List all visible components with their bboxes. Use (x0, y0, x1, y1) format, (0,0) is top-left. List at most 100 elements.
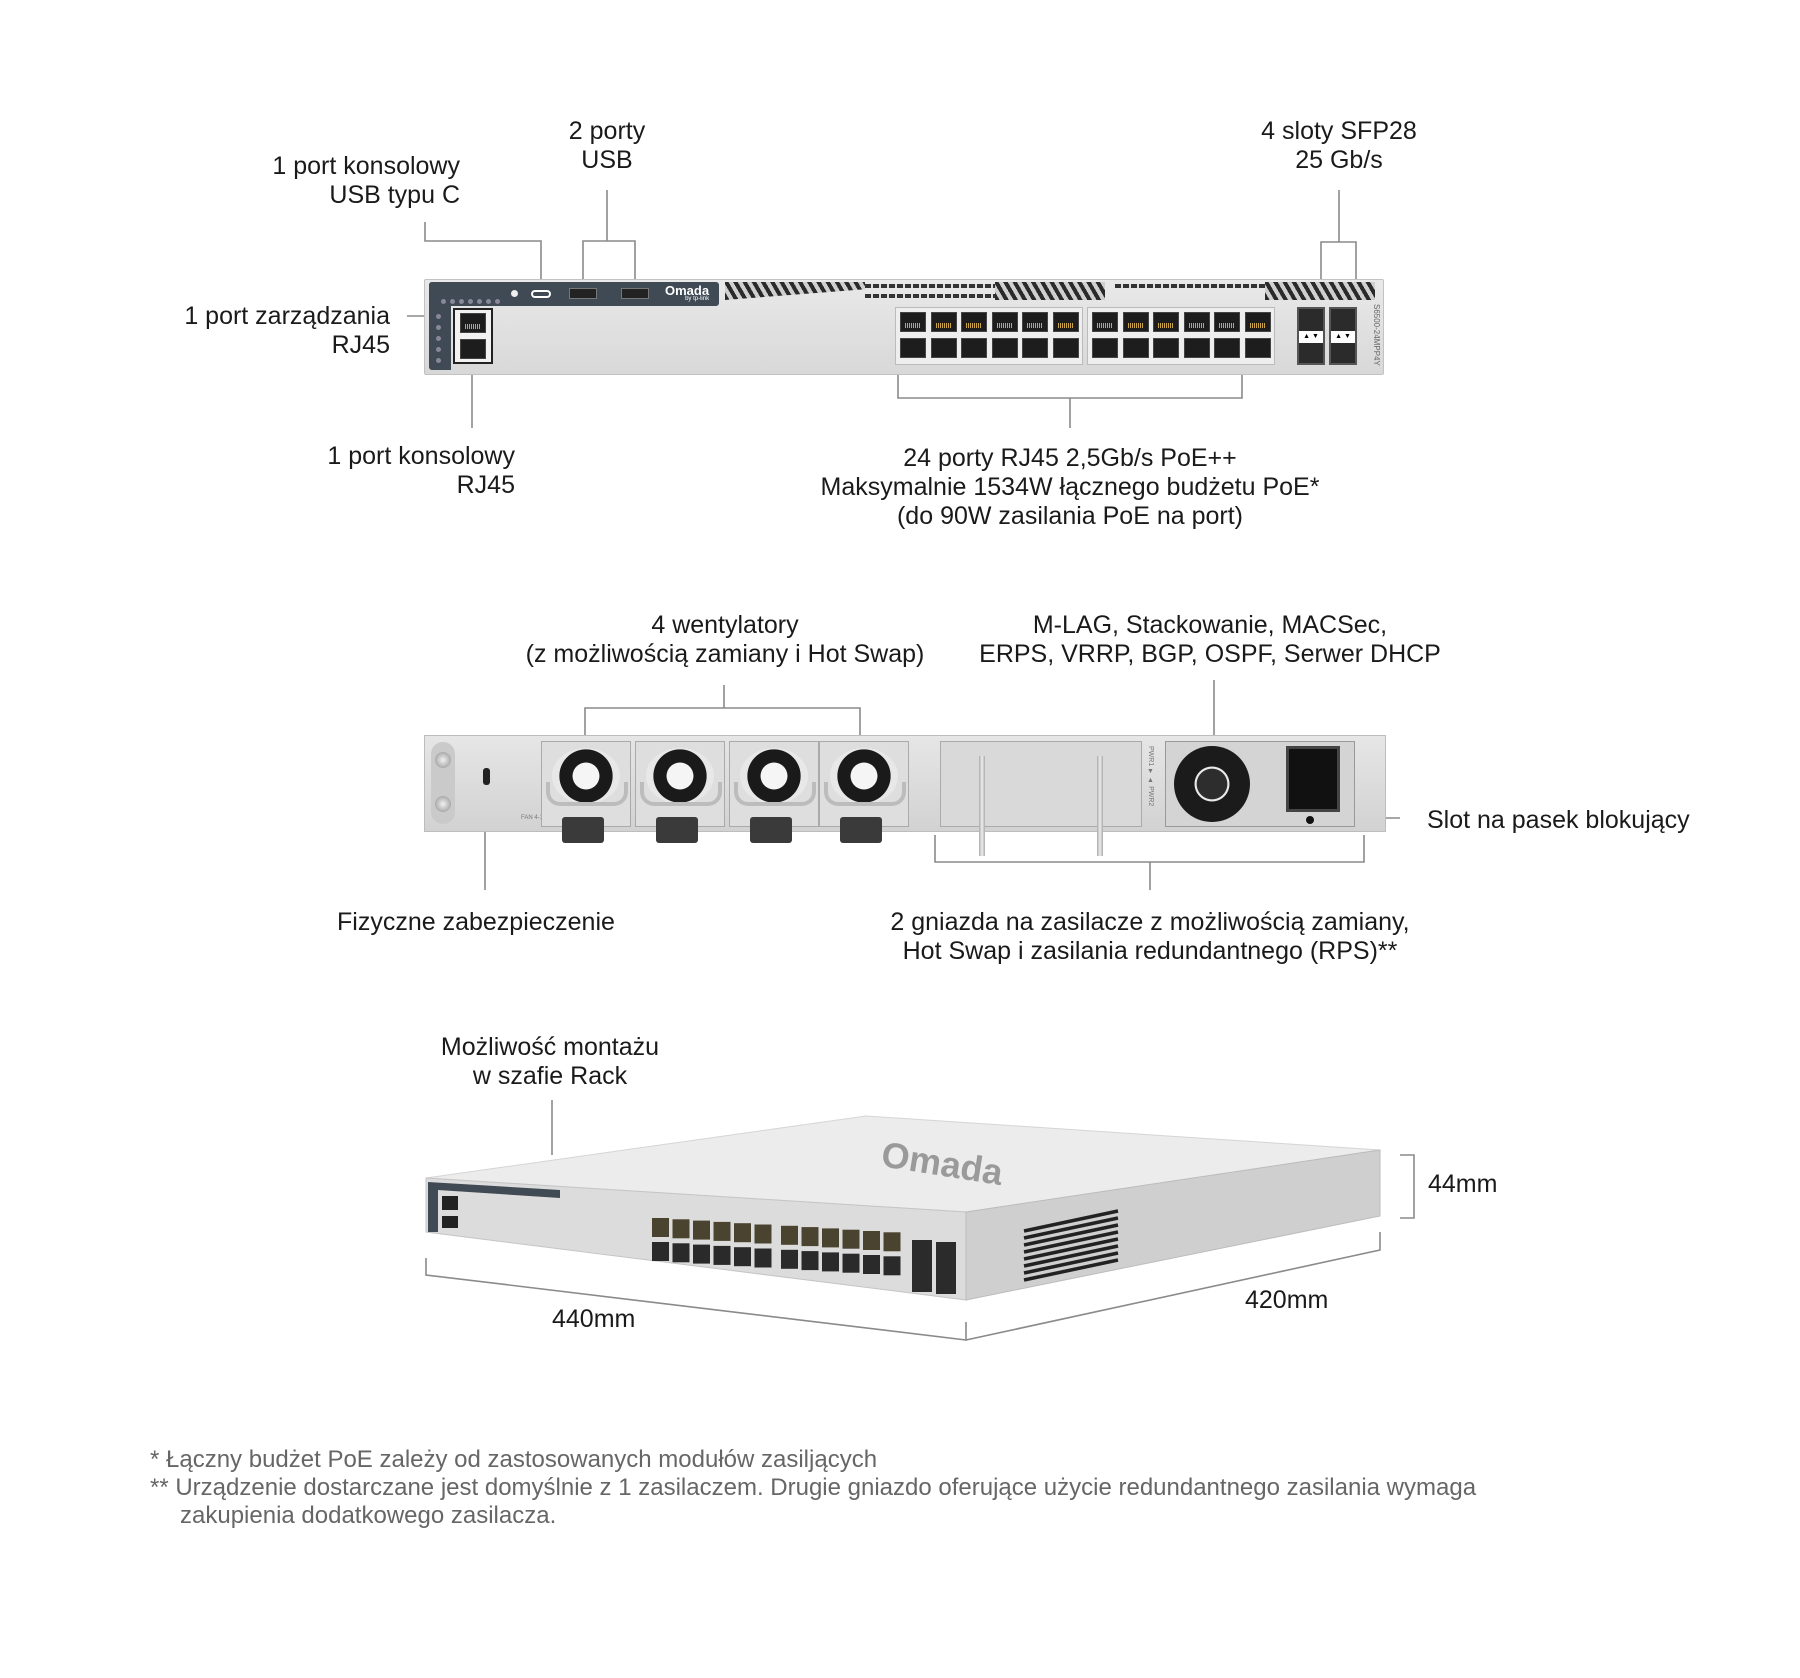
rj45-port-4 (930, 338, 957, 358)
fan-module-1 (819, 741, 909, 843)
iso-rj45-port (883, 1232, 901, 1252)
rj45-port-16 (1122, 338, 1149, 358)
rj45-port-21 (1214, 312, 1240, 332)
rj45-port-5 (961, 312, 987, 332)
psu-slot-labels: PWR1 ▼ ▲ PWR2 (1147, 746, 1154, 807)
iso-side-vent (1023, 1209, 1119, 1282)
iso-sfp-1 (912, 1240, 932, 1292)
iso-rj45-port (801, 1227, 819, 1247)
rj45-port-1 (900, 312, 926, 332)
rj45-port-12 (1052, 338, 1079, 358)
iso-rj45-port (693, 1244, 710, 1264)
iso-rj45-ports (652, 1218, 901, 1276)
rj45-port-15 (1122, 312, 1149, 332)
vent-slot (1023, 1258, 1119, 1282)
front-vent-4 (995, 282, 1105, 300)
psu-slot-2-blank (940, 741, 1142, 856)
front-vent-2 (865, 284, 995, 288)
omada-logo: Omada by tp-link (665, 283, 710, 302)
status-leds (441, 291, 504, 309)
rj45-port-10 (1022, 338, 1048, 358)
iso-rj45-port (883, 1256, 901, 1276)
footnote-2-line-2: zakupienia dodatkowego zasilacza. (180, 1502, 557, 1529)
iso-rj45-port (734, 1247, 751, 1267)
iso-rj45-port (842, 1253, 860, 1273)
front-vent-5 (1115, 284, 1265, 288)
label-features: M-LAG, Stackowanie, MACSec, ERPS, VRRP, … (979, 611, 1441, 668)
sfp-slot-25-26 (1297, 307, 1325, 365)
rj45-port-13 (1092, 312, 1118, 332)
iso-console-port (442, 1216, 458, 1228)
rj45-port-17 (1153, 312, 1179, 332)
vent-slot (1023, 1251, 1119, 1275)
front-vent-3 (865, 294, 995, 298)
iso-rj45-port (754, 1224, 772, 1244)
iso-rj45-port (781, 1249, 798, 1269)
iso-rj45-port (863, 1231, 880, 1250)
vent-slot (1023, 1209, 1119, 1233)
iso-rj45-port (713, 1221, 731, 1241)
vent-slot (1023, 1244, 1119, 1268)
footnote-1: * Łączny budżet PoE zależy od zastosowan… (150, 1446, 878, 1473)
rj45-port-23 (1244, 312, 1271, 332)
power-inlet (1286, 746, 1340, 812)
screw-icon (435, 796, 451, 812)
label-psu-slots: 2 gniazda na zasilacze z możliwością zam… (890, 908, 1410, 965)
front-dark-strip (428, 1182, 560, 1232)
mgmt-rj45-port (460, 313, 486, 333)
vent-slot (1023, 1223, 1119, 1247)
switch-rear-panel: FAN 4-1 ▶ PWR1 ▼ ▲ PWR2 (424, 735, 1386, 856)
label-physical-security: Fizyczne zabezpieczenie (337, 908, 615, 936)
switch-front-panel: Omada by tp-link S6500-24MPP4Y (424, 279, 1384, 375)
label-usb-c-console: 1 port konsolowy USB typu C (272, 152, 460, 209)
vent-slot (1023, 1216, 1119, 1240)
label-lock-strap: Slot na pasek blokujący (1427, 806, 1690, 834)
fan-module-4 (541, 741, 631, 843)
rj45-port-3 (930, 312, 957, 332)
rj45-port-24 (1244, 338, 1271, 358)
usb-c-console-port (531, 290, 551, 298)
screw-icon (435, 752, 451, 768)
label-sfp-slots: 4 sloty SFP28 25 Gb/s (1261, 117, 1417, 174)
label-fans: 4 wentylatory (z możliwością zamiany i H… (525, 611, 925, 668)
vent-slot (1023, 1230, 1119, 1254)
rj45-port-20 (1183, 338, 1210, 358)
iso-rj45-port (734, 1223, 751, 1243)
console-rj45-port (460, 339, 486, 359)
rj45-port-2 (900, 338, 926, 358)
label-usb-ports: 2 porty USB (568, 117, 646, 174)
usb-port-1 (569, 288, 597, 299)
rj45-port-19 (1183, 312, 1210, 332)
footnote-2-line-1: ** Urządzenie dostarczane jest domyślnie… (150, 1474, 1477, 1501)
iso-mgmt-port (442, 1196, 458, 1210)
rj45-port-7 (991, 312, 1018, 332)
fan-label: FAN 4-1 ▶ (521, 815, 550, 821)
label-console-rj45: 1 port konsolowy RJ45 (327, 442, 515, 499)
iso-sfp-2 (936, 1242, 956, 1294)
iso-rj45-port (863, 1255, 880, 1274)
iso-rj45-port (672, 1219, 690, 1239)
rack-screw-plate (431, 742, 455, 824)
rj45-port-6 (961, 338, 987, 358)
mgmt-console-port-box (453, 308, 493, 364)
label-mgmt-port: 1 port zarządzania RJ45 (184, 302, 390, 359)
rj45-port-9 (1022, 312, 1048, 332)
iso-rj45-port (781, 1225, 798, 1245)
fan-module-2 (729, 741, 819, 843)
iso-rj45-port (652, 1242, 669, 1261)
label-rj45-poe-ports: 24 porty RJ45 2,5Gb/s PoE++ Maksymalnie … (820, 444, 1320, 530)
fan-module-3 (635, 741, 725, 843)
psu-module-1 (1165, 741, 1355, 827)
iso-rj45-port (652, 1218, 669, 1237)
front-vent-6 (1265, 282, 1375, 300)
mode-button (511, 290, 518, 297)
iso-rj45-port (713, 1245, 731, 1265)
psu-fan (1174, 746, 1250, 822)
rj45-port-18 (1153, 338, 1179, 358)
usb-port-2 (621, 288, 649, 299)
iso-rj45-port (842, 1229, 860, 1249)
sfp-slot-27-28 (1329, 307, 1357, 365)
model-label: S6500-24MPP4Y (1372, 304, 1381, 366)
side-leds (436, 314, 441, 369)
iso-rj45-port (754, 1248, 772, 1268)
